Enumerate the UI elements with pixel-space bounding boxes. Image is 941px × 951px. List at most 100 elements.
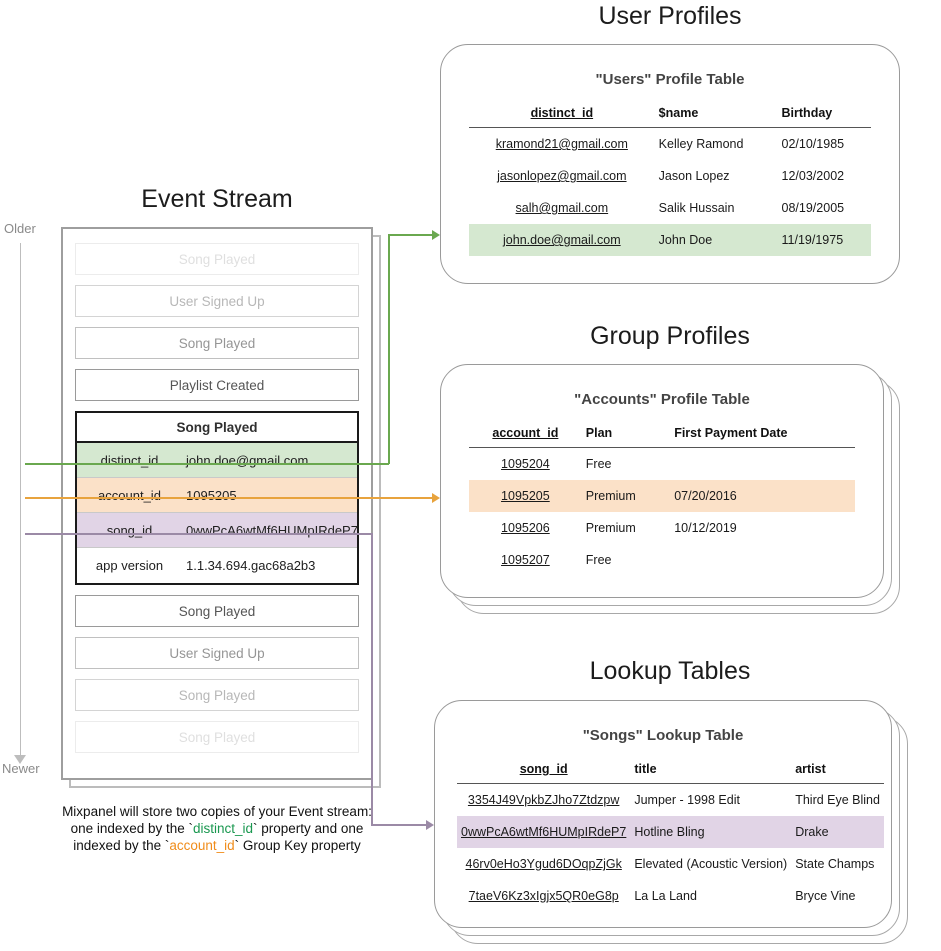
users-table-title: "Users" Profile Table	[595, 71, 745, 88]
event-row[interactable]: Song Played	[75, 243, 359, 275]
connector-account-id-arrow-icon	[432, 493, 440, 503]
event-property-value: 1095205	[186, 487, 237, 503]
songs-col-artist: artist	[795, 762, 826, 776]
event-property-key: app version	[95, 558, 164, 573]
event-property-row: app version 1.1.34.694.gac68a2b3	[77, 548, 357, 583]
event-row[interactable]: Playlist Created	[75, 369, 359, 401]
table-row[interactable]: kramond21@gmail.com Kelley Ramond 02/10/19…	[469, 128, 871, 161]
accounts-table-header: account_id Plan First Payment Date	[469, 422, 855, 448]
table-cell: 02/10/1985	[781, 137, 845, 151]
table-cell: Jumper - 1998 Edit	[634, 793, 740, 807]
accounts-table: account_id Plan First Payment Date 10952…	[469, 422, 855, 576]
event-row[interactable]: Song Played	[75, 327, 359, 359]
table-cell	[670, 448, 855, 481]
group-profiles-title: Group Profiles	[590, 322, 750, 350]
table-cell: 11/19/1975	[777, 224, 871, 256]
users-table-header: distinct_id $name Birthday	[469, 102, 871, 128]
table-cell: 46rv0eHo3Ygud6DOqpZjGk	[465, 857, 622, 871]
users-header-row: distinct_id $name Birthday	[469, 102, 871, 128]
table-cell: 10/12/2019	[674, 521, 737, 535]
event-property-key: distinct_id	[100, 452, 159, 468]
caption-text: Mixpanel will store two copies of your E…	[22, 803, 412, 854]
event-row[interactable]: Song Played	[75, 595, 359, 627]
event-stream-title: Event Stream	[141, 185, 293, 213]
caption-line-3: indexed by the `account_id` Group Key pr…	[22, 837, 412, 854]
table-cell: Hotline Bling	[630, 816, 792, 848]
table-cell: Kelley Ramond	[658, 137, 744, 151]
event-row[interactable]: Song Played	[75, 679, 359, 711]
table-cell: 08/19/2005	[781, 201, 845, 215]
table-cell: kramond21@gmail.com	[495, 137, 628, 151]
table-cell: 0wwPcA6wtMf6HUMpIRdeP7	[457, 816, 631, 848]
songs-col-title: title	[634, 762, 657, 776]
table-cell: jasonlopez@gmail.com	[497, 169, 627, 183]
event-row[interactable]: User Signed Up	[75, 285, 359, 317]
table-row[interactable]: 7taeV6Kz3xIgjx5QR0eG8p La La Land Bryce Vi…	[457, 880, 884, 912]
table-cell: salh@gmail.com	[515, 201, 609, 215]
users-profile-card: "Users" Profile Table distinct_id $name …	[440, 44, 900, 284]
caption-line-2-post: ` property and one	[253, 821, 364, 836]
users-col-name: $name	[658, 106, 699, 120]
accounts-table-title: "Accounts" Profile Table	[574, 391, 750, 408]
event-property-key: account_id	[98, 487, 161, 503]
table-cell: La La Land	[634, 889, 697, 903]
table-cell: john.doe@gmail.com	[469, 224, 655, 256]
axis-label-older: Older	[4, 221, 36, 236]
table-cell: Premium	[581, 480, 671, 512]
users-col-birthday: Birthday	[781, 106, 833, 120]
table-cell: Third Eye Blind	[795, 793, 880, 807]
table-cell: Free	[585, 553, 612, 567]
caption-line-2: one indexed by the `distinct_id` propert…	[22, 820, 412, 837]
lookup-tables-panel: "Songs" Lookup Table song_id title artis…	[434, 700, 914, 945]
songs-table-header: song_id title artist	[457, 758, 884, 784]
caption-code-account-id: account_id	[169, 838, 235, 853]
highlighted-event-title: Song Played	[77, 413, 357, 443]
table-cell: 7taeV6Kz3xIgjx5QR0eG8p	[468, 889, 619, 903]
table-cell: Salik Hussain	[658, 201, 735, 215]
table-row[interactable]: 3354J49VpkbZJho7Ztdzpw Jumper - 1998 Edit…	[457, 784, 884, 817]
accounts-col-account-id: account_id	[492, 426, 559, 440]
caption-code-distinct-id: distinct_id	[192, 821, 254, 836]
accounts-header-row: account_id Plan First Payment Date	[469, 422, 855, 448]
user-profiles-title: User Profiles	[598, 2, 742, 30]
table-cell: 12/03/2002	[781, 169, 845, 183]
users-table: distinct_id $name Birthday kramond21@gma…	[469, 102, 871, 256]
time-axis-line	[20, 243, 21, 761]
table-cell: Bryce Vine	[795, 889, 856, 903]
event-property-value: 0wwPcA6wtMf6HUMpIRdeP7	[186, 522, 358, 538]
table-cell: Jason Lopez	[658, 169, 730, 183]
users-col-distinct-id: distinct_id	[530, 106, 594, 120]
songs-header-row: song_id title artist	[457, 758, 884, 784]
table-row[interactable]: salh@gmail.com Salik Hussain 08/19/2005	[469, 192, 871, 224]
songs-col-song-id: song_id	[519, 762, 568, 776]
table-cell	[670, 544, 855, 576]
table-cell: 3354J49VpkbZJho7Ztdzpw	[467, 793, 620, 807]
caption-line-2-pre: one indexed by the `	[70, 821, 193, 836]
table-row[interactable]: jasonlopez@gmail.com Jason Lopez 12/03/200…	[469, 160, 871, 192]
event-property-value: john.doe@gmail.com	[186, 452, 309, 468]
caption-line-1: Mixpanel will store two copies of your E…	[62, 804, 372, 819]
event-property-row: distinct_id john.doe@gmail.com	[77, 443, 357, 478]
lookup-tables-title: Lookup Tables	[589, 657, 751, 685]
songs-table-body: 3354J49VpkbZJho7Ztdzpw Jumper - 1998 Edit…	[457, 784, 884, 913]
event-row[interactable]: Song Played	[75, 721, 359, 753]
accounts-col-first-payment: First Payment Date	[674, 426, 788, 440]
event-property-value: 1.1.34.694.gac68a2b3	[186, 558, 316, 573]
accounts-col-plan: Plan	[585, 426, 613, 440]
event-row[interactable]: User Signed Up	[75, 637, 359, 669]
songs-lookup-card: "Songs" Lookup Table song_id title artis…	[434, 700, 892, 928]
accounts-profile-card: "Accounts" Profile Table account_id Plan…	[440, 364, 884, 598]
